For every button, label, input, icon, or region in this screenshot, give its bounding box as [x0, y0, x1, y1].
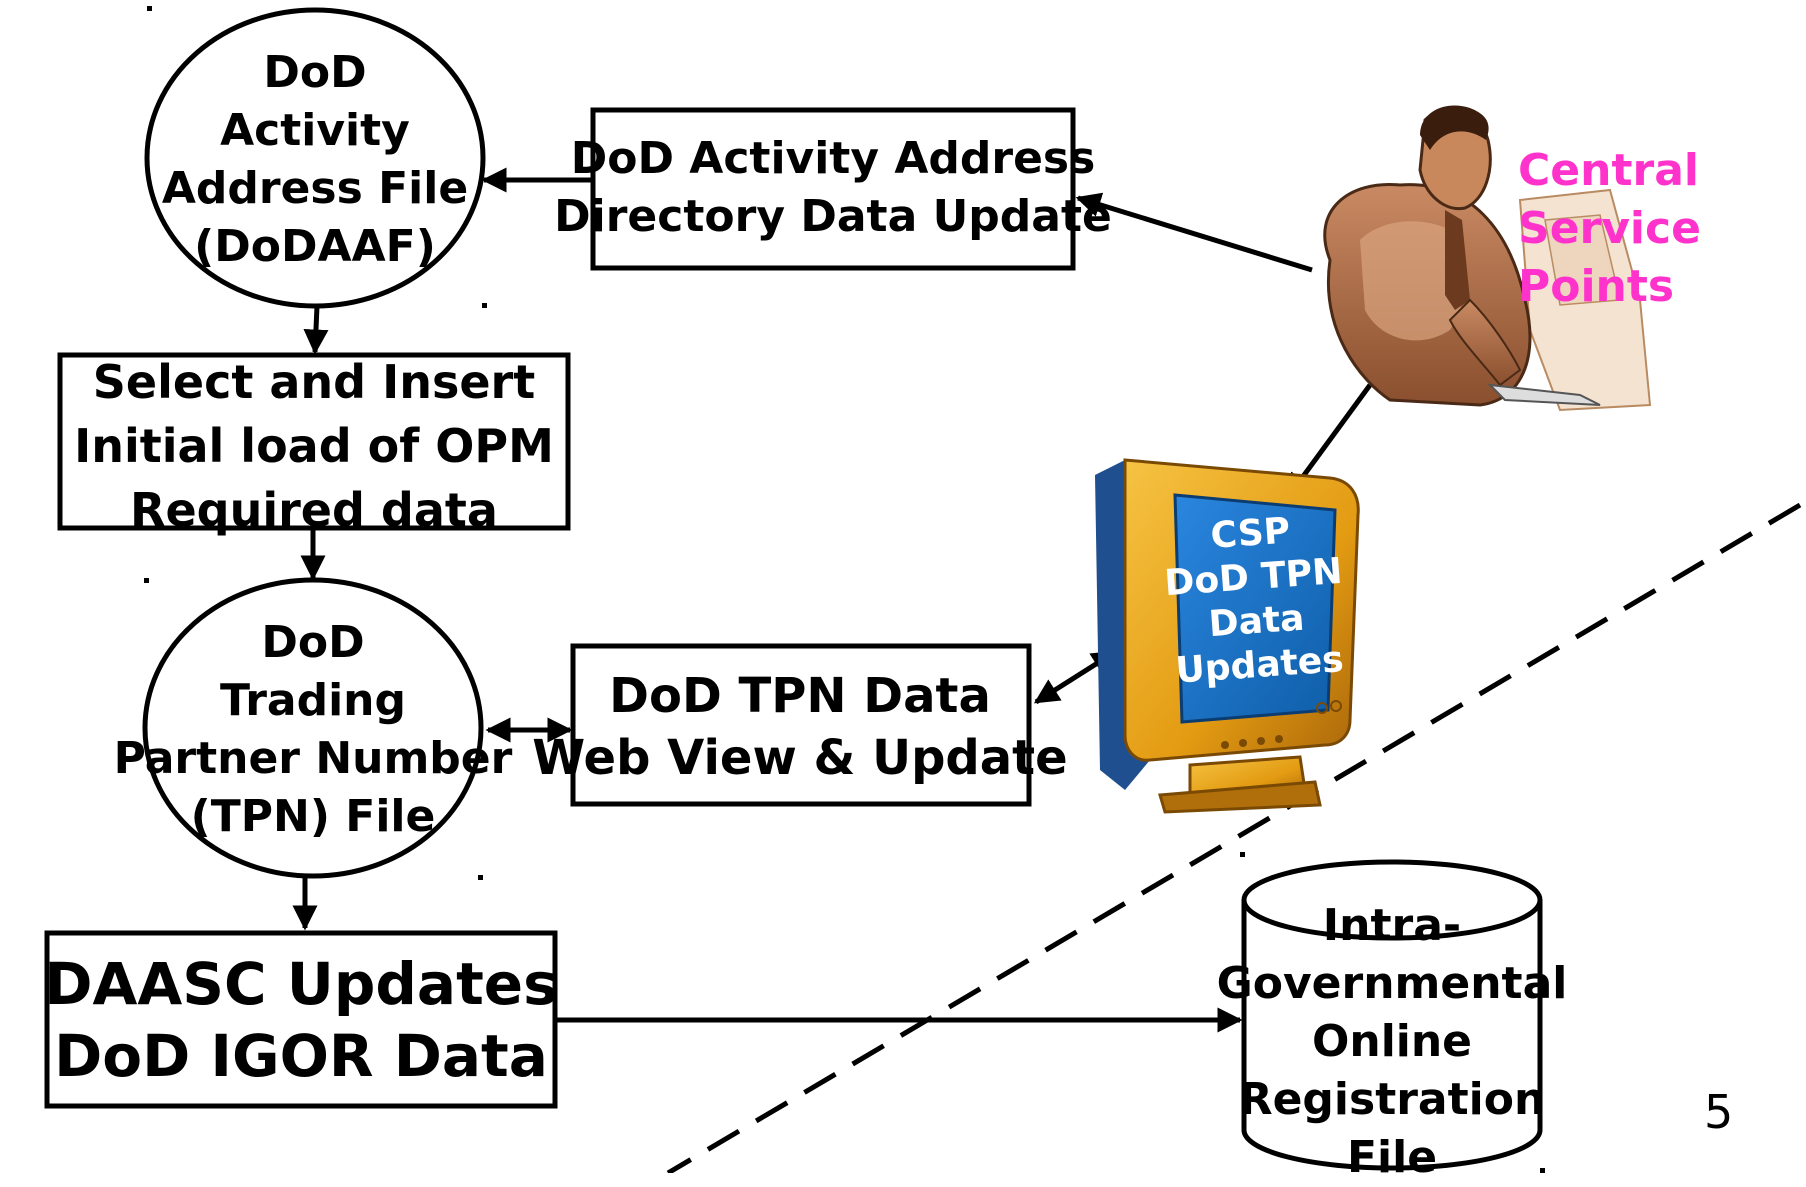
dodaaf-line: (DoDAAF) [194, 221, 436, 272]
dodaaf-line: Address File [161, 163, 469, 214]
igor-file-line: Intra- [1322, 900, 1462, 951]
dodaad-update-line: Directory Data Update [554, 191, 1112, 242]
tpn-web-label: DoD TPN Data Web View & Update [500, 665, 1100, 789]
igor-file-label: Intra- Governmental Online Registration … [1192, 897, 1592, 1187]
tpn-web-line: DoD TPN Data [609, 668, 991, 724]
tpn-file-label: DoD Trading Partner Number (TPN) File [113, 614, 513, 846]
page-number: 5 [1704, 1085, 1734, 1139]
stray-dot [147, 6, 152, 11]
dodaad-update-line: DoD Activity Address [570, 133, 1096, 184]
stray-dot [1240, 852, 1245, 857]
stray-dot [482, 303, 487, 308]
dodaaf-line: Activity [220, 105, 410, 156]
dodaaf-line: DoD [263, 47, 367, 98]
igor-cylinder [1241, 859, 1543, 1171]
igor-file-line: Online [1311, 1016, 1473, 1067]
daasc-label: DAASC Updates DoD IGOR Data [0, 948, 602, 1092]
tpn-file-line: Trading [220, 675, 406, 726]
tpn-file-line: Partner Number [113, 733, 513, 784]
dodaad-update-box [590, 107, 1076, 271]
computer-monitor-icon [1095, 458, 1360, 814]
arrow-dodaaf-to-select [303, 305, 329, 355]
boundary-dashed-line [666, 502, 1802, 1173]
tpn-web-box [570, 643, 1032, 807]
csp-monitor-label: CSP DoD TPN Data Updates [1144, 505, 1366, 695]
daasc-line: DAASC Updates [44, 950, 558, 1018]
igor-file-line: Governmental [1216, 958, 1568, 1009]
igor-file-line: Registration [1238, 1074, 1546, 1125]
stray-dot [144, 578, 149, 583]
dodaad-update-label: DoD Activity Address Directory Data Upda… [483, 130, 1183, 246]
tpn-file-line: DoD [261, 617, 365, 668]
select-insert-label: Select and Insert Initial load of OPM Re… [14, 350, 614, 542]
select-insert-line: Initial load of OPM [74, 419, 554, 473]
tpn-web-line: Web View & Update [532, 730, 1068, 786]
daasc-line: DoD IGOR Data [54, 1022, 548, 1090]
tpn-file-line: (TPN) File [190, 791, 436, 842]
central-service-points-label: Central Service Points [1518, 142, 1758, 316]
select-insert-line: Required data [130, 483, 498, 537]
stray-dot [1540, 1168, 1545, 1173]
person-at-computer-icon [1323, 105, 1652, 412]
arrow-csp-to-dodaad [1075, 192, 1313, 273]
dodaaf-label: DoD Activity Address File (DoDAAF) [145, 44, 485, 276]
csp-line: Central [1518, 145, 1699, 196]
stray-dot [478, 875, 483, 880]
csp-line: Points [1518, 261, 1675, 312]
select-insert-line: Select and Insert [92, 355, 536, 409]
igor-file-line: File [1346, 1132, 1438, 1183]
csp-line: Service [1518, 203, 1701, 254]
